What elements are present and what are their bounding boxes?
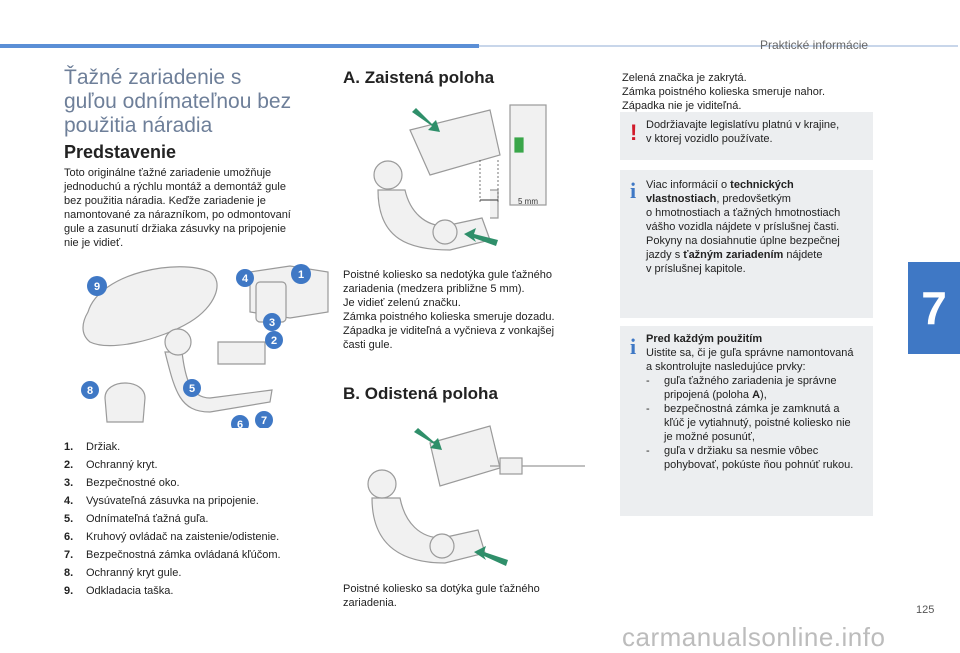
intro-line: Toto originálne ťažné zariadenie umožňuj… bbox=[64, 167, 272, 179]
list-item: 9.Odkladacia taška. bbox=[64, 585, 174, 597]
caption-line: zariadenia (medzera približne 5 mm). bbox=[343, 283, 525, 295]
info-line: Uistite sa, či je guľa správne namontova… bbox=[646, 347, 854, 359]
list-item: 3.Bezpečnostné oko. bbox=[64, 477, 180, 489]
caption-line: zariadenia. bbox=[343, 597, 397, 609]
info-heading: Pred každým použitím bbox=[646, 333, 763, 345]
callout-1: 1 bbox=[298, 269, 304, 281]
info-icon: i bbox=[630, 178, 637, 203]
unlocked-position-illustration bbox=[367, 425, 585, 566]
section-b-caption: Poistné koliesko sa dotýka gule ťažného … bbox=[343, 582, 593, 610]
note-line: Západka nie je viditeľná. bbox=[622, 100, 742, 112]
note-line: Zámka poistného kolieska smeruje nahor. bbox=[622, 86, 825, 98]
callout-badge bbox=[255, 411, 273, 428]
intro-line: gule a zasunutí držiaka zásuvky na pripo… bbox=[64, 223, 286, 235]
intro-line: namontované za nárazníkom, po odmontovan… bbox=[64, 209, 291, 221]
bullet-item: -guľa v držiaku sa nesmie vôbec bbox=[646, 445, 819, 457]
unlocked-notes: Zelená značka je zakrytá. Zámka poistnéh… bbox=[622, 71, 882, 113]
callout-6: 6 bbox=[237, 419, 243, 428]
green-arrow bbox=[474, 546, 508, 566]
info-line: vášho vozidla nájdete v príslušnej časti… bbox=[646, 221, 840, 233]
list-item: 2.Ochranný kryt. bbox=[64, 459, 158, 471]
section-a-caption: Poistné koliesko sa nedotýka gule ťažnéh… bbox=[343, 268, 593, 352]
callout-8: 8 bbox=[87, 385, 93, 397]
callout-badge bbox=[87, 276, 107, 296]
callout-5: 5 bbox=[189, 383, 195, 395]
callout-badge bbox=[236, 269, 254, 287]
watermark: carmanualsonline.info bbox=[622, 622, 886, 652]
header-rule bbox=[0, 44, 479, 48]
intro-heading: Predstavenie bbox=[64, 142, 177, 162]
callout-9: 9 bbox=[94, 281, 100, 293]
page-title: Ťažné zariadenie s guľou odnímateľnou be… bbox=[64, 66, 324, 138]
bullet-continuation: kľúč je vytiahnutý, poistné koliesko nie bbox=[664, 417, 851, 429]
caption-line: Západka je viditeľná a vyčnieva z vonkaj… bbox=[343, 325, 555, 337]
info-line: o hmotnostiach a ťažných hmotnostiach bbox=[646, 207, 841, 219]
info-line: jazdy s ťažným zariadením nájdete bbox=[646, 249, 823, 261]
locked-position-illustration: 5 mm bbox=[373, 104, 547, 251]
chapter-tab: 7 bbox=[908, 262, 960, 354]
section-b-heading: B. Odistená poloha bbox=[343, 384, 498, 403]
callout-4: 4 bbox=[242, 273, 249, 285]
green-arrow bbox=[414, 428, 442, 450]
warning-line: v ktorej vozidlo používate. bbox=[646, 133, 773, 145]
list-item: 6.Kruhový ovládač na zaistenie/odistenie… bbox=[64, 531, 280, 543]
info-line: vlastnostiach, predovšetkým bbox=[646, 193, 791, 205]
list-item: 4.Vysúvateľná zásuvka na pripojenie. bbox=[64, 495, 259, 507]
section-a-heading: A. Zaistená poloha bbox=[343, 68, 495, 87]
list-item: 7.Bezpečnostná zámka ovládaná kľúčom. bbox=[64, 549, 281, 561]
info-text: Viac informácií o technických vlastnosti… bbox=[646, 178, 840, 276]
bullet-continuation: pripojená (poloha A), bbox=[664, 389, 767, 401]
info-line: a skontrolujte nasledujúce prvky: bbox=[646, 361, 806, 373]
info-line: v príslušnej kapitole. bbox=[646, 263, 746, 275]
caption-line: Poistné koliesko sa dotýka gule ťažného bbox=[343, 583, 540, 595]
title-line: guľou odnímateľnou bez bbox=[64, 90, 292, 113]
bullet-continuation: pohybovať, pokúste ňou pohnúť rukou. bbox=[664, 459, 854, 471]
green-arrow bbox=[464, 228, 498, 246]
warning-box: ! Dodržiavajte legislatívu platnú v kraj… bbox=[620, 112, 873, 160]
warning-line: Dodržiavajte legislatívu platnú v krajin… bbox=[646, 119, 840, 131]
callout-3: 3 bbox=[269, 317, 275, 329]
caption-line: Zámka poistného kolieska smeruje dozadu. bbox=[343, 311, 555, 323]
page-number: 125 bbox=[916, 604, 935, 616]
bullet-item: -guľa ťažného zariadenia je správne bbox=[646, 375, 837, 387]
callout-2: 2 bbox=[271, 335, 277, 347]
header-rule-light bbox=[479, 45, 958, 47]
intro-line: jednoduchú a rýchlu montáž a demontáž gu… bbox=[64, 181, 286, 193]
info-box-specs: i Viac informácií o technických vlastnos… bbox=[620, 170, 873, 318]
info-icon: i bbox=[630, 334, 637, 359]
callout-badge bbox=[263, 313, 281, 331]
callout-badge bbox=[231, 415, 249, 428]
parts-list: 1.Držiak. 2.Ochranný kryt. 3.Bezpečnostn… bbox=[64, 438, 324, 600]
callout-7: 7 bbox=[261, 415, 267, 427]
warning-text: Dodržiavajte legislatívu platnú v krajin… bbox=[646, 118, 839, 146]
title-line: použitia náradia bbox=[64, 114, 213, 137]
warning-icon: ! bbox=[630, 120, 638, 145]
towbar-exploded-illustration: 1 2 3 4 5 6 7 8 9 bbox=[81, 264, 329, 428]
intro-line: nie je vidieť. bbox=[64, 237, 124, 249]
intro-paragraph: Toto originálne ťažné zariadenie umožňuj… bbox=[64, 166, 334, 250]
list-item: 5.Odnímateľná ťažná guľa. bbox=[64, 513, 209, 525]
bullet-continuation: je možné posunúť, bbox=[664, 431, 755, 443]
caption-line: Je vidieť zelenú značku. bbox=[343, 297, 461, 309]
callout-badge bbox=[265, 331, 283, 349]
title-line: Ťažné zariadenie s bbox=[64, 66, 242, 89]
list-item: 1.Držiak. bbox=[64, 441, 121, 453]
intro-line: bez použitia náradia. Keďže zariadenie j… bbox=[64, 195, 266, 207]
info-text: Pred každým použitím Uistite sa, či je g… bbox=[646, 332, 870, 472]
bullet-item: -bezpečnostná zámka je zamknutá a bbox=[646, 403, 840, 415]
info-line: Viac informácií o technických bbox=[646, 179, 794, 191]
info-line: Pokyny na dosiahnutie úplne bezpečnej bbox=[646, 235, 840, 247]
caption-line: časti gule. bbox=[343, 339, 393, 351]
info-box-checks: i Pred každým použitím Uistite sa, či je… bbox=[620, 326, 873, 516]
dimension-label: 5 mm bbox=[518, 197, 538, 206]
caption-line: Poistné koliesko sa nedotýka gule ťažnéh… bbox=[343, 269, 552, 281]
callout-badge bbox=[81, 381, 99, 399]
note-line: Zelená značka je zakrytá. bbox=[622, 72, 747, 84]
callout-badge bbox=[291, 264, 311, 284]
section-header: Praktické informácie bbox=[760, 38, 869, 52]
green-arrow bbox=[412, 108, 440, 132]
callout-badge bbox=[183, 379, 201, 397]
list-item: 8.Ochranný kryt gule. bbox=[64, 567, 182, 579]
